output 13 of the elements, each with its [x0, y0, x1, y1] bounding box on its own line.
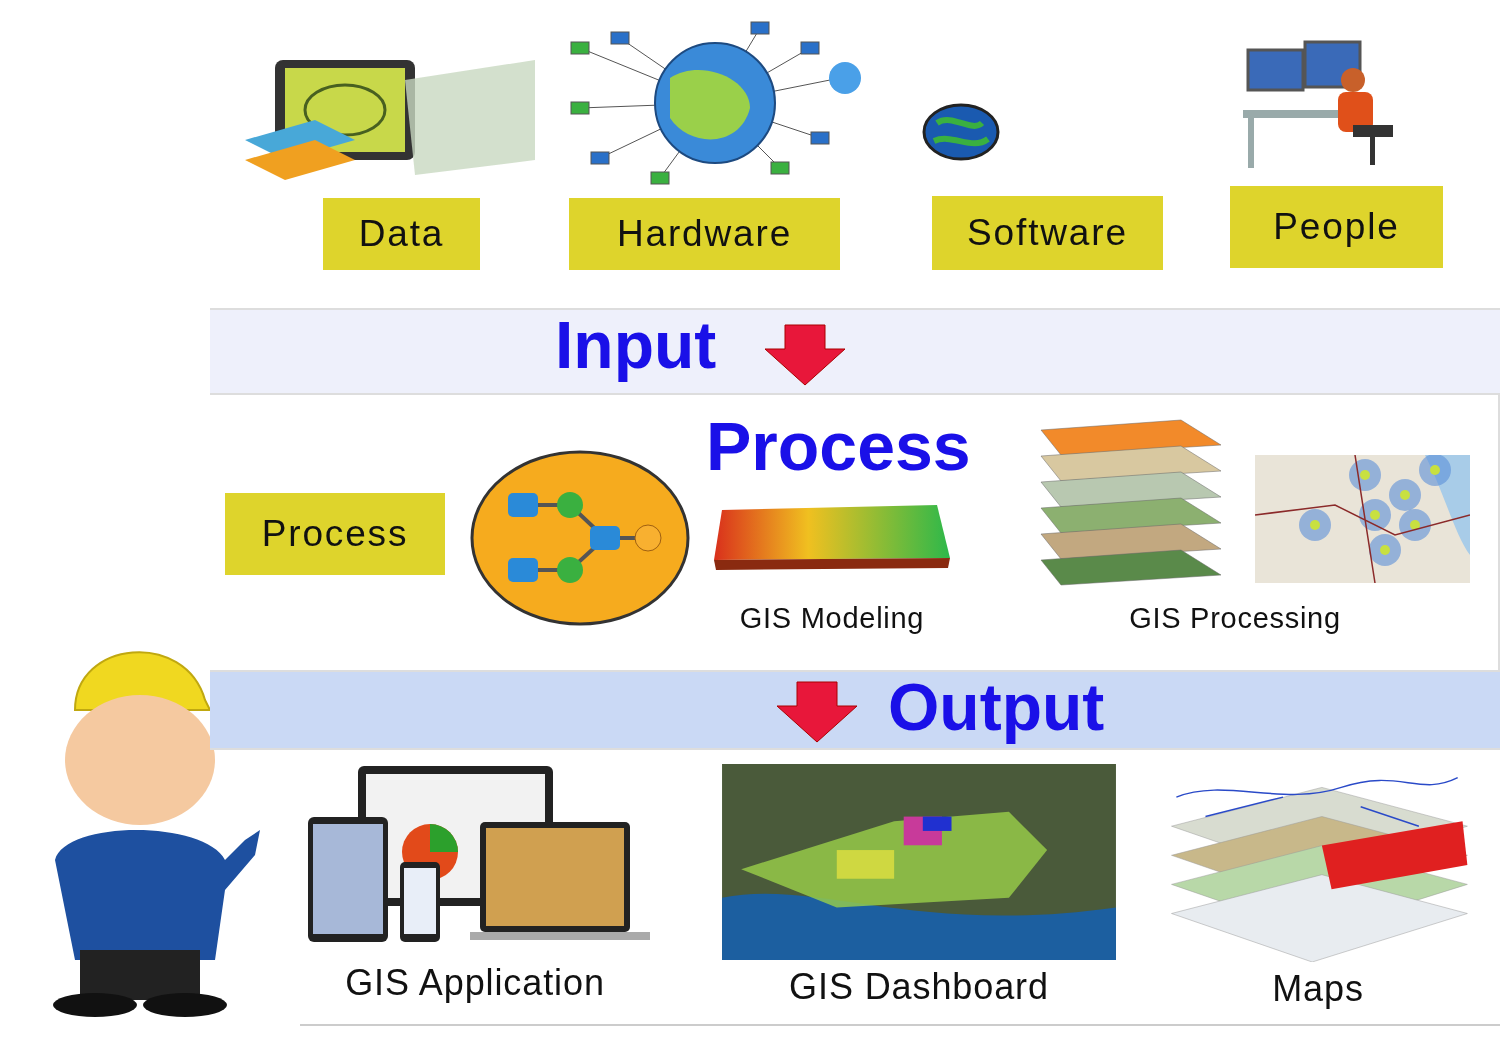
label-box: Data [323, 198, 480, 270]
section-heading: Process [706, 412, 971, 480]
picture-caption: Maps [1272, 967, 1364, 1011]
label-box: Software [932, 196, 1163, 270]
picture-caption: GIS Dashboard [789, 965, 1049, 1009]
label-box: People [1230, 186, 1443, 268]
picture-caption: GIS Processing [1129, 600, 1341, 636]
label-box: Hardware [569, 198, 840, 270]
picture-caption: GIS Application [345, 961, 605, 1005]
stage-band [210, 670, 1500, 750]
label-box: Process [225, 493, 445, 575]
picture-caption: GIS Modeling [739, 600, 925, 636]
stage-band [210, 308, 1500, 395]
